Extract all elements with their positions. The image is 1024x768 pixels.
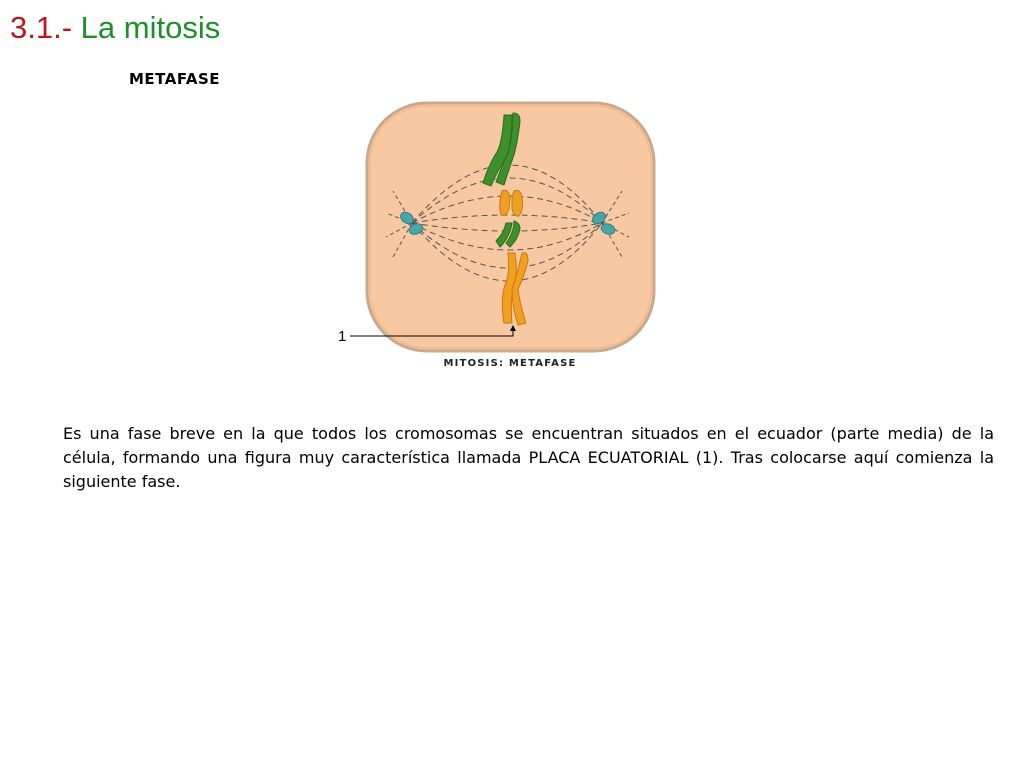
metaphase-illustration: 1 MITOSIS: METAFASE — [338, 101, 656, 369]
page-title: 3.1.- La mitosis — [10, 6, 220, 50]
description-paragraph: Es una fase breve en la que todos los cr… — [63, 424, 994, 491]
centrosome-left — [400, 211, 424, 235]
astral-rays — [385, 190, 630, 258]
chromosome-orange-small — [499, 189, 524, 217]
figure-caption: MITOSIS: METAFASE — [443, 358, 576, 369]
centrosome-right — [592, 211, 616, 235]
chromosome-green-small — [495, 220, 521, 248]
chromosome-green-large — [482, 112, 521, 187]
cell-inner-border — [369, 105, 652, 349]
section-subtitle: METAFASE — [129, 70, 221, 88]
callout-label: 1 — [338, 328, 346, 345]
metaphase-figure: 1 MITOSIS: METAFASE — [330, 95, 670, 375]
spindle-fibers — [411, 164, 603, 282]
callout-pointer — [350, 325, 516, 337]
title-number: 3.1.- — [10, 10, 73, 45]
chromosome-orange-large — [501, 252, 529, 326]
title-text: La mitosis — [80, 10, 221, 45]
